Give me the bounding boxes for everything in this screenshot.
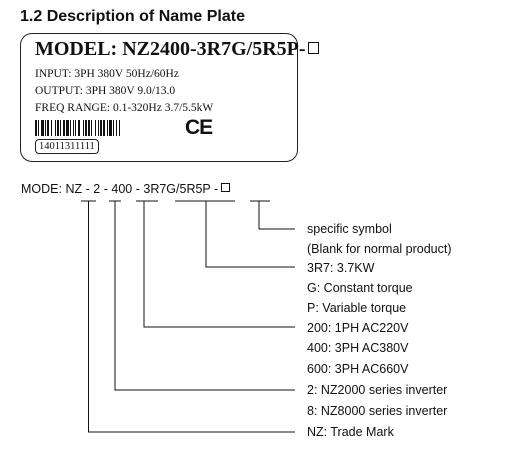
desc-constant-torque: G: Constant torque [307,281,413,295]
plate-model-text: MODEL: NZ2400-3R7G/5R5P- [35,38,306,60]
connector-power [175,200,295,268]
desc-variable-torque: P: Variable torque [307,301,407,315]
desc-200: 200: 1PH AC220V [307,321,409,335]
connector-voltage [136,200,295,328]
plate-model-line: MODEL: NZ2400-3R7G/5R5P- [35,38,319,61]
mode-separator: - [85,182,90,196]
mode-label: MODE: [21,182,62,196]
desc-nz2000: 2: NZ2000 series inverter [307,383,448,397]
mode-part-voltage: 400 [111,182,133,196]
mode-separator: - [135,182,140,196]
desc-specific-symbol: specific symbol [307,222,392,236]
checkbox-symbol-icon [307,42,319,54]
plate-output: OUTPUT: 3PH 380V 9.0/13.0 [35,85,176,97]
section-title: 1.2 Description of Name Plate [20,8,245,25]
desc-nz8000: 8: NZ8000 series inverter [307,404,448,418]
desc-600: 600: 3PH AC660V [307,362,409,376]
specific-symbol-box-icon [221,183,231,192]
connector-symbol [250,200,295,230]
plate-serial: 14011311111 [35,139,99,154]
mode-separator: - [214,182,219,196]
mode-part-power: 3R7G/5R5P [143,182,211,196]
desc-3r7: 3R7: 3.7KW [307,261,375,275]
ce-mark-icon: CE [185,116,213,139]
desc-400: 400: 3PH AC380V [307,341,409,355]
connector-nz [81,200,295,433]
mode-part-brand: NZ [65,182,83,196]
desc-trade-mark: NZ: Trade Mark [307,425,394,439]
plate-input: INPUT: 3PH 380V 50Hz/60Hz [35,68,179,80]
plate-freq-range: FREQ RANGE: 0.1-320Hz 3.7/5.5kW [35,102,214,114]
barcode-icon [35,120,120,136]
desc-blank-normal: (Blank for normal product) [307,242,452,256]
mode-part-series: 2 [93,182,101,196]
mode-separator: - [103,182,108,196]
mode-line: MODE: NZ - 2 - 400 - 3R7G/5R5P - [21,182,231,196]
connector-series [109,200,295,391]
name-plate: MODEL: NZ2400-3R7G/5R5P- INPUT: 3PH 380V… [20,33,319,162]
